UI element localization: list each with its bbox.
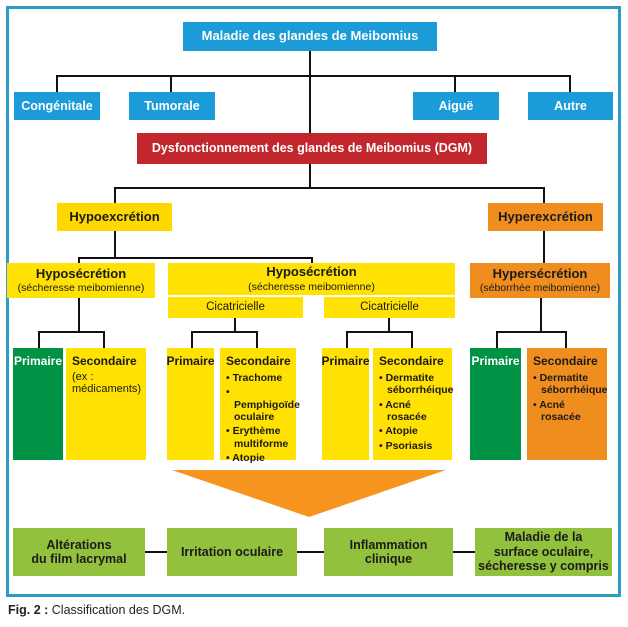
group1-primaire: Primaire bbox=[13, 348, 63, 460]
bullet-item: Psoriasis bbox=[379, 440, 448, 452]
node-hyperexcretion: Hyperexcrétion bbox=[488, 203, 603, 231]
node-cicatricielle-left: Cicatricielle bbox=[168, 297, 303, 318]
connector-line bbox=[38, 331, 40, 348]
node-subtitle: (sécheresse meibomienne) bbox=[248, 280, 375, 293]
connector-line bbox=[78, 298, 80, 333]
connector-line bbox=[346, 331, 348, 348]
group4-primaire: Primaire bbox=[470, 348, 521, 460]
node-root: Maladie des glandes de Meibomius bbox=[183, 22, 437, 51]
secondaire-list: TrachomePemphigoïde oculaireErythème mul… bbox=[226, 372, 300, 465]
secondaire-label: Secondaire bbox=[533, 354, 598, 368]
bullet-item: Acné rosacée bbox=[379, 399, 448, 424]
secondaire-label: Secondaire bbox=[226, 354, 291, 368]
connector-line bbox=[256, 331, 258, 348]
bullet-item: Dermatite séborrhéique bbox=[379, 372, 454, 397]
connector-line bbox=[453, 551, 475, 553]
secondaire-label: Secondaire bbox=[379, 354, 444, 368]
connector-line bbox=[388, 318, 390, 332]
node-title: Hyposécrétion bbox=[266, 264, 357, 279]
node-hyposecretion-left: Hyposécrétion (sécheresse meibomienne) bbox=[7, 263, 155, 298]
connector-line bbox=[309, 164, 311, 188]
connector-line bbox=[565, 331, 567, 348]
secondaire-list: Dermatite séborrhéiqueAcné rosacéeAtopie… bbox=[379, 372, 454, 452]
node-aigue: Aiguë bbox=[413, 92, 499, 120]
bullet-item: Atopie bbox=[379, 425, 448, 437]
connector-line bbox=[496, 331, 567, 333]
down-arrow-icon bbox=[172, 470, 446, 517]
node-hypersecretion: Hypersécrétion (séborrhée meibomienne) bbox=[470, 263, 610, 298]
node-dgm: Dysfonctionnement des glandes de Meibomi… bbox=[137, 133, 487, 164]
connector-line bbox=[191, 331, 258, 333]
outcome-irritation-oculaire: Irritation oculaire bbox=[167, 528, 297, 576]
figure-caption-label: Fig. 2 : bbox=[8, 603, 49, 617]
outcome-alterations-film-lacrymal: Altérations du film lacrymal bbox=[13, 528, 145, 576]
bullet-item: Acné rosacée bbox=[533, 399, 603, 424]
connector-line bbox=[454, 75, 456, 92]
connector-line bbox=[78, 257, 313, 259]
node-hypoexcretion: Hypoexcrétion bbox=[57, 203, 172, 231]
bullet-item: Trachome bbox=[226, 372, 292, 384]
bullet-item: Pemphigoïde oculaire bbox=[226, 386, 300, 423]
secondaire-note: (ex : médicaments) bbox=[72, 370, 142, 396]
connector-line bbox=[569, 75, 571, 92]
node-subtitle: (séborrhée meibomienne) bbox=[479, 282, 601, 295]
connector-line bbox=[311, 257, 313, 263]
secondaire-label: Secondaire bbox=[72, 354, 137, 368]
connector-line bbox=[411, 331, 413, 348]
connector-line bbox=[540, 298, 542, 332]
connector-line bbox=[103, 331, 105, 348]
connector-line bbox=[114, 231, 116, 259]
group3-primaire: Primaire bbox=[321, 348, 370, 460]
bullet-item: Dermatite séborrhéique bbox=[533, 372, 608, 397]
node-subtitle: (sécheresse meibomienne) bbox=[17, 282, 145, 295]
connector-line bbox=[346, 331, 413, 333]
group3-secondaire: Secondaire Dermatite séborrhéiqueAcné ro… bbox=[373, 348, 454, 460]
bullet-item: Erythème multiforme bbox=[226, 425, 292, 450]
connector-line bbox=[170, 75, 172, 92]
bullet-item: Atopie bbox=[226, 452, 292, 464]
figure-caption-text: Classification des DGM. bbox=[51, 603, 186, 617]
connector-line bbox=[56, 75, 570, 77]
group2-secondaire: Secondaire TrachomePemphigoïde oculaireE… bbox=[220, 348, 300, 464]
outcome-inflammation-clinique: Inflammation clinique bbox=[324, 528, 453, 576]
figure-caption: Fig. 2 : Classification des DGM. bbox=[8, 603, 185, 617]
group4-secondaire: Secondaire Dermatite séborrhéiqueAcné ro… bbox=[527, 348, 608, 460]
connector-line bbox=[234, 318, 236, 332]
connector-line bbox=[145, 551, 167, 553]
connector-line bbox=[543, 231, 545, 263]
node-title: Hypersécrétion bbox=[492, 265, 588, 281]
connector-line bbox=[543, 187, 545, 203]
connector-line bbox=[297, 551, 324, 553]
node-title: Hyposécrétion bbox=[35, 265, 127, 281]
connector-line bbox=[38, 331, 105, 333]
connector-line bbox=[114, 187, 545, 189]
outcome-maladie-surface-oculaire: Maladie de la surface oculaire, sécheres… bbox=[475, 528, 612, 576]
group2-primaire: Primaire bbox=[166, 348, 215, 460]
connector-line bbox=[496, 331, 498, 348]
node-cicatricielle-right: Cicatricielle bbox=[324, 297, 455, 318]
connector-line bbox=[191, 331, 193, 348]
node-hyposecretion-mid: Hyposécrétion (sécheresse meibomienne) bbox=[168, 263, 455, 295]
secondaire-list: Dermatite séborrhéiqueAcné rosacée bbox=[533, 372, 608, 424]
node-autre: Autre bbox=[528, 92, 613, 120]
connector-line bbox=[114, 187, 116, 203]
connector-line bbox=[309, 51, 311, 133]
connector-line bbox=[56, 75, 58, 92]
node-congenitale: Congénitale bbox=[14, 92, 100, 120]
node-tumorale: Tumorale bbox=[129, 92, 215, 120]
group1-secondaire: Secondaire (ex : médicaments) bbox=[66, 348, 146, 460]
connector-line bbox=[78, 257, 80, 263]
